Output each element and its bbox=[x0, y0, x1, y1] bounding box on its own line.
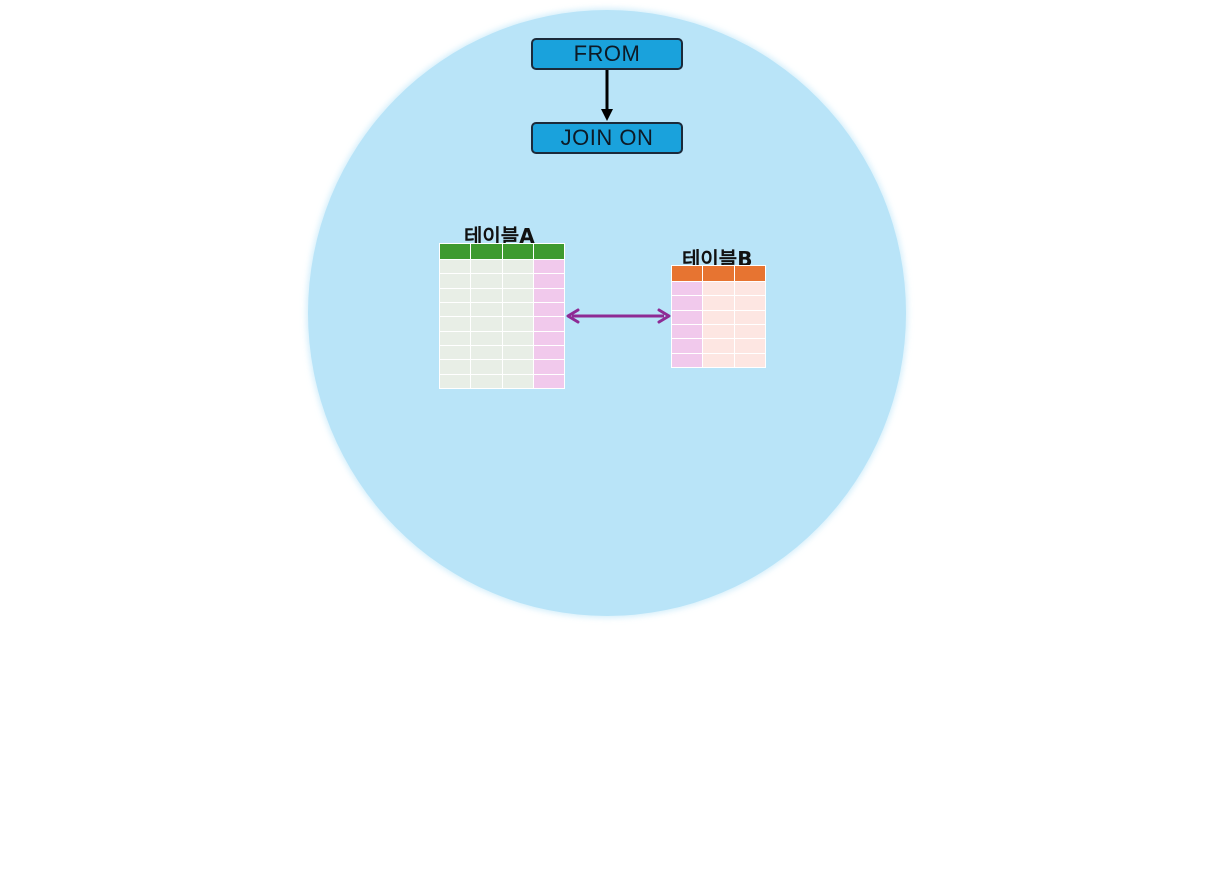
table-b-body-cell bbox=[734, 282, 765, 296]
table-a-body-cell bbox=[471, 374, 502, 388]
table-a-key-cell bbox=[533, 331, 564, 345]
table-b-grid bbox=[671, 265, 766, 368]
table-a-body-cell bbox=[440, 274, 471, 288]
table-a-body-cell bbox=[502, 288, 533, 302]
table-b-key-cell bbox=[672, 296, 703, 310]
table-b-body-cell bbox=[734, 296, 765, 310]
table-b-body-cell bbox=[703, 282, 734, 296]
table-a-body-cell bbox=[440, 288, 471, 302]
table-b-body-cell bbox=[734, 353, 765, 367]
table-a-header-cell bbox=[471, 244, 502, 259]
table-b-body-cell bbox=[734, 339, 765, 353]
table-a-key-cell bbox=[533, 274, 564, 288]
table-a-body-cell bbox=[440, 360, 471, 374]
table-a-body-cell bbox=[502, 274, 533, 288]
table-b-body-cell bbox=[734, 310, 765, 324]
join-on-step-box: JOIN ON bbox=[531, 122, 683, 154]
table-a-key-cell bbox=[533, 260, 564, 274]
table-b-header-cell bbox=[703, 266, 734, 281]
table-a-body-cell bbox=[471, 260, 502, 274]
table-b-body-cell bbox=[734, 324, 765, 339]
table-a-header-cell bbox=[502, 244, 533, 259]
table-b-body-cell bbox=[703, 296, 734, 310]
table-b-key-cell bbox=[672, 324, 703, 339]
table-a-body-cell bbox=[471, 360, 502, 374]
table-a-body-cell bbox=[471, 317, 502, 331]
from-step-box: FROM bbox=[531, 38, 683, 70]
table-b-body-cell bbox=[703, 310, 734, 324]
table-a-key-cell bbox=[533, 360, 564, 374]
table-b-header-cell bbox=[672, 266, 703, 281]
table-a-body-cell bbox=[471, 331, 502, 345]
table-b-key-cell bbox=[672, 353, 703, 367]
table-b-body-cell bbox=[703, 324, 734, 339]
table-a-body-cell bbox=[440, 317, 471, 331]
table-a-body-cell bbox=[471, 302, 502, 317]
table-a-body-cell bbox=[471, 345, 502, 360]
table-a-body-cell bbox=[440, 331, 471, 345]
table-a-key-cell bbox=[533, 288, 564, 302]
table-a-body-cell bbox=[440, 345, 471, 360]
table-b-key-cell bbox=[672, 310, 703, 324]
table-a-key-cell bbox=[533, 345, 564, 360]
table-a-key-cell bbox=[533, 317, 564, 331]
table-a-body-cell bbox=[440, 260, 471, 274]
table-a-grid bbox=[439, 243, 565, 389]
table-a-body-cell bbox=[502, 317, 533, 331]
table-a-header-cell bbox=[440, 244, 471, 259]
table-a-body-cell bbox=[502, 360, 533, 374]
table-a-body-cell bbox=[440, 374, 471, 388]
table-b-body-cell bbox=[703, 353, 734, 367]
table-b-header-cell bbox=[734, 266, 765, 281]
table-a-key-cell bbox=[533, 374, 564, 388]
table-b-key-cell bbox=[672, 282, 703, 296]
table-a-key-cell bbox=[533, 302, 564, 317]
table-a-body-cell bbox=[502, 260, 533, 274]
table-b-key-cell bbox=[672, 339, 703, 353]
table-a-body-cell bbox=[440, 302, 471, 317]
table-a-body-cell bbox=[471, 288, 502, 302]
table-a-header-cell bbox=[533, 244, 564, 259]
table-b-body-cell bbox=[703, 339, 734, 353]
table-a-body-cell bbox=[502, 345, 533, 360]
table-a-body-cell bbox=[502, 302, 533, 317]
table-a-body-cell bbox=[471, 274, 502, 288]
table-a-body-cell bbox=[502, 374, 533, 388]
table-a-body-cell bbox=[502, 331, 533, 345]
background-circle bbox=[308, 10, 906, 616]
